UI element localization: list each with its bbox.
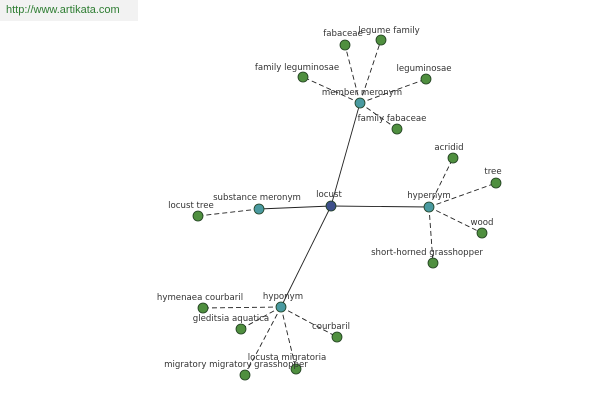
node-locust[interactable]: [325, 200, 337, 212]
label-leguminosae: leguminosae: [396, 64, 451, 74]
label-wood: wood: [471, 218, 494, 228]
node-hypernym[interactable]: [423, 201, 435, 213]
label-locusta-migratoria: locusta migratoria: [248, 353, 327, 363]
node-layer: [192, 34, 502, 381]
label-courbaril: courbaril: [312, 322, 350, 332]
edge-hypernym-to-short-horned-grasshopper: [428, 206, 434, 264]
node-locusta-migratoria[interactable]: [290, 363, 302, 375]
node-family-fabaceae[interactable]: [391, 123, 403, 135]
label-migratory-migratory-grasshopper: migratory migratory grasshopper: [164, 360, 308, 370]
node-locust-tree[interactable]: [192, 210, 204, 222]
edge-locust-to-substance-meronym: [258, 205, 332, 210]
label-family-fabaceae: family fabaceae: [358, 114, 427, 124]
node-substance-meronym[interactable]: [253, 203, 265, 215]
label-fabaceae: fabaceae: [323, 29, 363, 39]
edge-hyponym-to-migratory-migratory-grasshopper: [244, 306, 282, 376]
label-short-horned-grasshopper: short-horned grasshopper: [371, 248, 483, 258]
label-hymenaea-courbaril: hymenaea courbaril: [157, 293, 243, 303]
edge-substance-meronym-to-locust-tree: [197, 208, 260, 217]
node-family-leguminosae[interactable]: [297, 71, 309, 83]
edge-member-meronym-to-legume-family: [359, 39, 382, 104]
node-acridid[interactable]: [447, 152, 459, 164]
label-locust-tree: locust tree: [168, 201, 214, 211]
label-locust: locust: [316, 190, 342, 200]
node-legume-family[interactable]: [375, 34, 387, 46]
label-member-meronym: member meronym: [322, 88, 402, 98]
label-hyponym: hyponym: [263, 292, 303, 302]
node-courbaril[interactable]: [331, 331, 343, 343]
node-fabaceae[interactable]: [339, 39, 351, 51]
node-gleditsia-aquatica[interactable]: [235, 323, 247, 335]
edge-hypernym-to-tree: [428, 182, 497, 208]
label-family-leguminosae: family leguminosae: [255, 63, 339, 73]
edge-member-meronym-to-fabaceae: [344, 44, 361, 104]
label-substance-meronym: substance meronym: [213, 193, 301, 203]
node-wood[interactable]: [476, 227, 488, 239]
node-migratory-migratory-grasshopper[interactable]: [239, 369, 251, 381]
label-acridid: acridid: [434, 143, 463, 153]
edge-layer: [197, 39, 497, 376]
edge-locust-to-member-meronym: [330, 102, 361, 207]
node-hymenaea-courbaril[interactable]: [197, 302, 209, 314]
label-legume-family: legume family: [358, 26, 420, 36]
node-member-meronym[interactable]: [354, 97, 366, 109]
edge-hyponym-to-hymenaea-courbaril: [202, 306, 282, 309]
edge-hypernym-to-acridid: [428, 157, 454, 208]
source-banner: http://www.artikata.com: [0, 0, 138, 21]
node-hyponym[interactable]: [275, 301, 287, 313]
edge-member-meronym-to-family-leguminosae: [302, 76, 361, 104]
node-leguminosae[interactable]: [420, 73, 432, 85]
edge-locust-to-hyponym: [280, 205, 332, 308]
node-tree[interactable]: [490, 177, 502, 189]
edge-member-meronym-to-leguminosae: [359, 78, 427, 104]
source-link[interactable]: http://www.artikata.com: [6, 4, 120, 16]
node-short-horned-grasshopper[interactable]: [427, 257, 439, 269]
edge-hyponym-to-locusta-migratoria: [280, 306, 297, 370]
edge-hypernym-to-wood: [428, 206, 483, 234]
edge-locust-to-hypernym: [330, 205, 430, 208]
edge-hyponym-to-courbaril: [280, 306, 338, 338]
label-hypernym: hypernym: [407, 191, 451, 201]
label-tree: tree: [484, 167, 501, 177]
label-gleditsia-aquatica: gleditsia aquatica: [193, 314, 269, 324]
